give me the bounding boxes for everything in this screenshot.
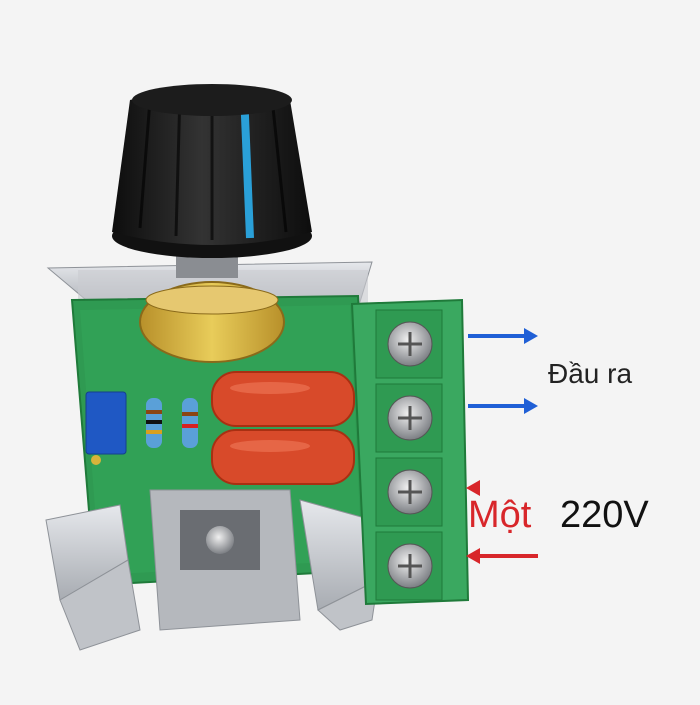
arrow-right-icon bbox=[468, 398, 538, 414]
inductor-coil bbox=[139, 281, 285, 363]
arrow-left-icon bbox=[466, 480, 480, 496]
resistors bbox=[146, 398, 198, 448]
trimmer-potentiometer bbox=[85, 391, 127, 465]
terminal-block bbox=[350, 298, 470, 606]
arrow-left-icon bbox=[466, 548, 538, 564]
capacitors bbox=[211, 371, 355, 485]
output-label: Đầu ra bbox=[548, 358, 633, 389]
knob[interactable] bbox=[112, 84, 312, 278]
heatsink bbox=[45, 489, 379, 651]
input-voltage-label: 220V bbox=[560, 494, 649, 536]
input-label-word: Một bbox=[468, 494, 532, 536]
arrow-right-icon bbox=[468, 328, 538, 344]
